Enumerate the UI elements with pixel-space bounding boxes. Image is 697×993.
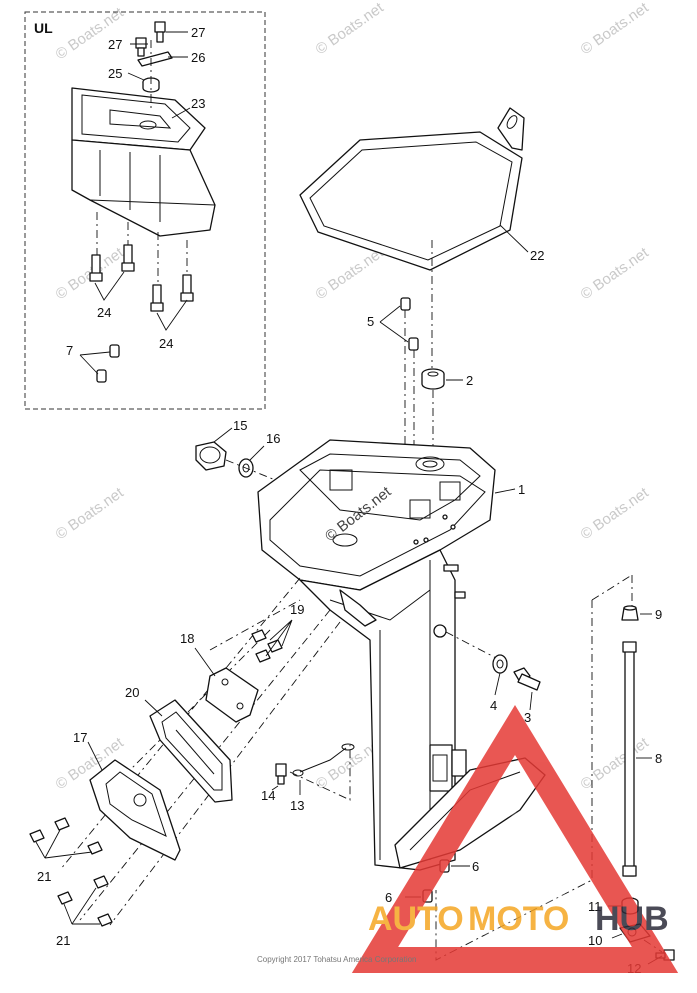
- callout-6: 6: [472, 859, 479, 874]
- callout-13: 13: [290, 798, 304, 813]
- assembly-line: [96, 212, 188, 285]
- callout-2: 2: [466, 373, 473, 388]
- part-18-cover: [205, 667, 259, 723]
- part-15-grommet: [195, 441, 227, 471]
- callout-8: 8: [655, 751, 662, 766]
- leader: [63, 887, 100, 925]
- part-22-gasket: [299, 107, 525, 271]
- part-9-grommet: [621, 605, 639, 621]
- part-24-bolt: [89, 244, 194, 312]
- assembly-line: [445, 631, 501, 661]
- callout-9: 9: [655, 607, 662, 622]
- leader: [156, 299, 188, 331]
- assembly-line: [209, 599, 301, 651]
- callout-18: 18: [180, 631, 194, 646]
- watermark: © Boats.net: [578, 244, 653, 303]
- inset-label: UL: [34, 20, 53, 36]
- logo-moto: MOTO: [468, 900, 569, 938]
- callout-4: 4: [490, 698, 497, 713]
- callout-17: 17: [73, 730, 87, 745]
- callout-19: 19: [290, 602, 304, 617]
- part-19-screw: [251, 629, 283, 663]
- copyright: Copyright 2017 Tohatsu America Corporati…: [257, 955, 417, 964]
- part-7-dowel: [96, 344, 120, 383]
- leader: [35, 829, 93, 859]
- leader: [144, 699, 163, 717]
- callout-27: 27: [191, 25, 205, 40]
- leader: [494, 672, 501, 696]
- part-21-screw: [57, 875, 113, 927]
- callout-5: 5: [367, 314, 374, 329]
- leader: [271, 785, 279, 791]
- leader: [194, 647, 216, 677]
- leader: [94, 271, 125, 301]
- callout-26: 26: [191, 50, 205, 65]
- leader: [499, 224, 529, 253]
- logo-hub: HUB: [595, 900, 669, 938]
- inset-border: [24, 11, 266, 410]
- assembly-line: [404, 240, 434, 470]
- leader: [249, 445, 265, 461]
- part-17-cover: [89, 759, 181, 861]
- callout-16: 16: [266, 431, 280, 446]
- callout-24: 24: [97, 305, 111, 320]
- callout-22: 22: [530, 248, 544, 263]
- leader: [213, 427, 233, 443]
- callout-1: 1: [518, 482, 525, 497]
- watermark: © Boats.net: [53, 484, 128, 543]
- assembly-line: [435, 600, 593, 961]
- part-25-grommet: [142, 77, 160, 93]
- part-4-washer: [492, 654, 508, 674]
- leader: [611, 933, 623, 939]
- part-1-driveshaft-housing: [257, 439, 546, 871]
- leader: [529, 691, 533, 711]
- callout-21: 21: [56, 933, 70, 948]
- leader: [127, 72, 145, 81]
- logo-auto: AUTO: [368, 900, 464, 938]
- leader: [265, 619, 293, 657]
- watermark: © Boats.net: [578, 0, 653, 58]
- callout-20: 20: [125, 685, 139, 700]
- callout-23: 23: [191, 96, 205, 111]
- callout-10: 10: [588, 933, 602, 948]
- part-27-screw: [135, 21, 166, 57]
- part-5-dowel: [400, 297, 419, 351]
- callout-25: 25: [108, 66, 122, 81]
- watermark: © Boats.net: [578, 484, 653, 543]
- callout-15: 15: [233, 418, 247, 433]
- leader: [79, 351, 111, 375]
- callout-24: 24: [159, 336, 173, 351]
- callout-7: 7: [66, 343, 73, 358]
- assembly-line: [591, 574, 633, 610]
- assembly-line: [289, 745, 351, 801]
- part-23-extension-housing: [71, 87, 216, 237]
- leader: [171, 107, 191, 119]
- part-14-screw: [275, 763, 287, 785]
- watermark: © Boats.net: [313, 0, 388, 58]
- watermark: © Boats.net: [578, 734, 653, 793]
- callout-21: 21: [37, 869, 51, 884]
- part-8-water-pipe: [622, 641, 637, 877]
- part-21-screw: [29, 817, 103, 855]
- callout-3: 3: [524, 710, 531, 725]
- watermark: © Boats.net: [313, 244, 388, 303]
- leader: [87, 741, 103, 771]
- callout-14: 14: [261, 788, 275, 803]
- callout-11: 11: [588, 899, 602, 914]
- leader: [494, 488, 516, 494]
- part-2-bushing: [421, 368, 445, 390]
- part-26-plate: [137, 51, 173, 67]
- leader: [379, 305, 409, 343]
- callout-27: 27: [108, 37, 122, 52]
- watermark: © Boats.net: [53, 4, 128, 63]
- part-20-gasket: [149, 699, 233, 803]
- part-3-bolt: [513, 667, 541, 691]
- ul-inset: UL: [24, 11, 266, 410]
- automotohub-logo: AUTO MOTO HUB: [351, 704, 679, 973]
- callout-6: 6: [385, 890, 392, 905]
